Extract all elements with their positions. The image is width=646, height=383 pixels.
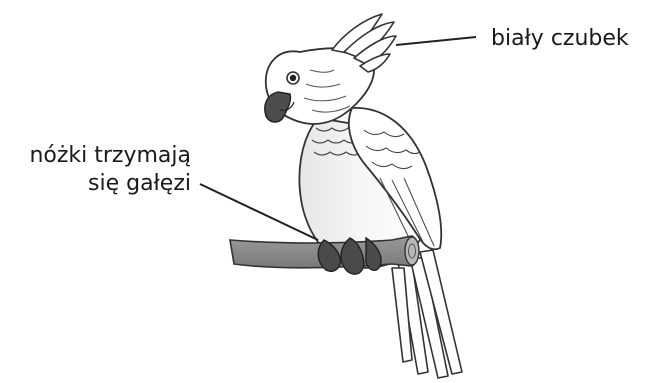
feet-label: nóżki trzymają się gałęzi <box>29 142 191 198</box>
tail-feathers <box>392 250 462 378</box>
feet <box>318 238 381 274</box>
feet-label-line-1: nóżki trzymają <box>29 142 191 170</box>
crest-label: biały czubek <box>491 25 629 53</box>
feet-label-line-2: się gałęzi <box>29 170 191 198</box>
crest-leader-line <box>396 37 476 45</box>
